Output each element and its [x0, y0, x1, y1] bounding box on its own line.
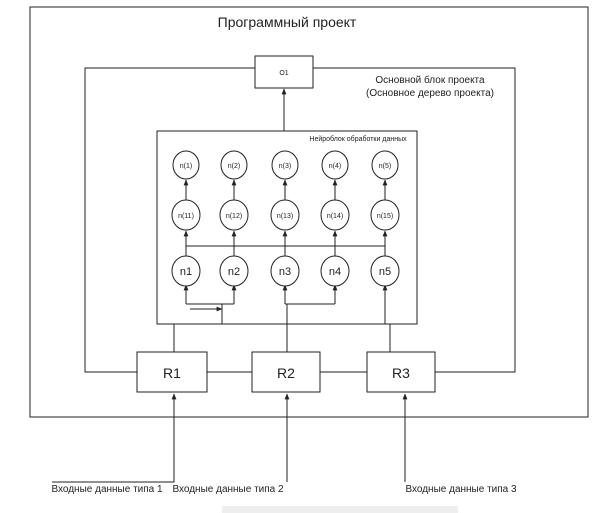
node-n(4) — [321, 150, 349, 180]
input-2-label: Входные данные типа 2 — [172, 484, 284, 495]
output-box — [254, 55, 314, 89]
node-n(1) — [172, 150, 200, 180]
node-n(15) — [370, 199, 400, 231]
node-label: n4 — [329, 266, 341, 278]
node-n1 — [171, 255, 201, 287]
node-n(3) — [271, 150, 299, 180]
bottom-bar — [222, 506, 458, 513]
node-n(5) — [371, 150, 399, 180]
node-row-top: n(1) n(2) n(3) n(4) n(5) — [172, 150, 399, 180]
node-n(12) — [219, 199, 249, 231]
main-block-frame-left — [84, 67, 255, 373]
node-label: n(12) — [226, 213, 242, 220]
neuro-block-title: Нейроблок обработки данных — [309, 135, 407, 143]
node-label: n(1) — [180, 163, 192, 170]
router-r1-label: R1 — [163, 365, 181, 381]
node-label: n3 — [279, 266, 291, 278]
node-n2 — [219, 255, 249, 287]
output-label: O1 — [279, 70, 288, 77]
node-n(14) — [320, 199, 350, 231]
input-1-label: Входные данные типа 1 — [51, 484, 163, 495]
main-block-frame-right — [313, 67, 516, 373]
node-label: n(5) — [379, 163, 391, 170]
node-label: n5 — [379, 266, 391, 278]
project-frame — [29, 6, 589, 418]
node-n3 — [270, 255, 300, 287]
router-r3-label: R3 — [392, 365, 410, 381]
node-row-middle: n(11) n(12) n(13) n(14) n(15) — [171, 199, 400, 231]
project-title: Программный проект — [218, 14, 357, 30]
node-label: n(3) — [279, 163, 291, 170]
node-label: n(2) — [228, 163, 240, 170]
router-r3 — [366, 351, 436, 393]
node-label: n(15) — [377, 213, 393, 220]
router-r1 — [136, 351, 208, 393]
node-n(11) — [171, 199, 201, 231]
node-label: n(13) — [277, 213, 293, 220]
node-row-bottom: n1 n2 n3 n4 n5 — [171, 255, 400, 287]
input-1-line — [52, 393, 177, 483]
main-block-label-2: (Основное дерево проекта) — [366, 88, 494, 99]
input-3-label: Входные данные типа 3 — [405, 484, 517, 495]
router-r2 — [251, 351, 321, 393]
node-n(13) — [270, 199, 300, 231]
node-label: n(14) — [327, 213, 343, 220]
node-n4 — [320, 255, 350, 287]
node-n(2) — [220, 150, 248, 180]
node-label: n(4) — [329, 163, 341, 170]
node-label: n2 — [228, 266, 240, 278]
node-label: n1 — [180, 266, 192, 278]
node-n5 — [370, 255, 400, 287]
main-block-label-1: Основной блок проекта — [375, 74, 485, 86]
router-r2-label: R2 — [277, 365, 295, 381]
node-label: n(11) — [178, 213, 194, 220]
